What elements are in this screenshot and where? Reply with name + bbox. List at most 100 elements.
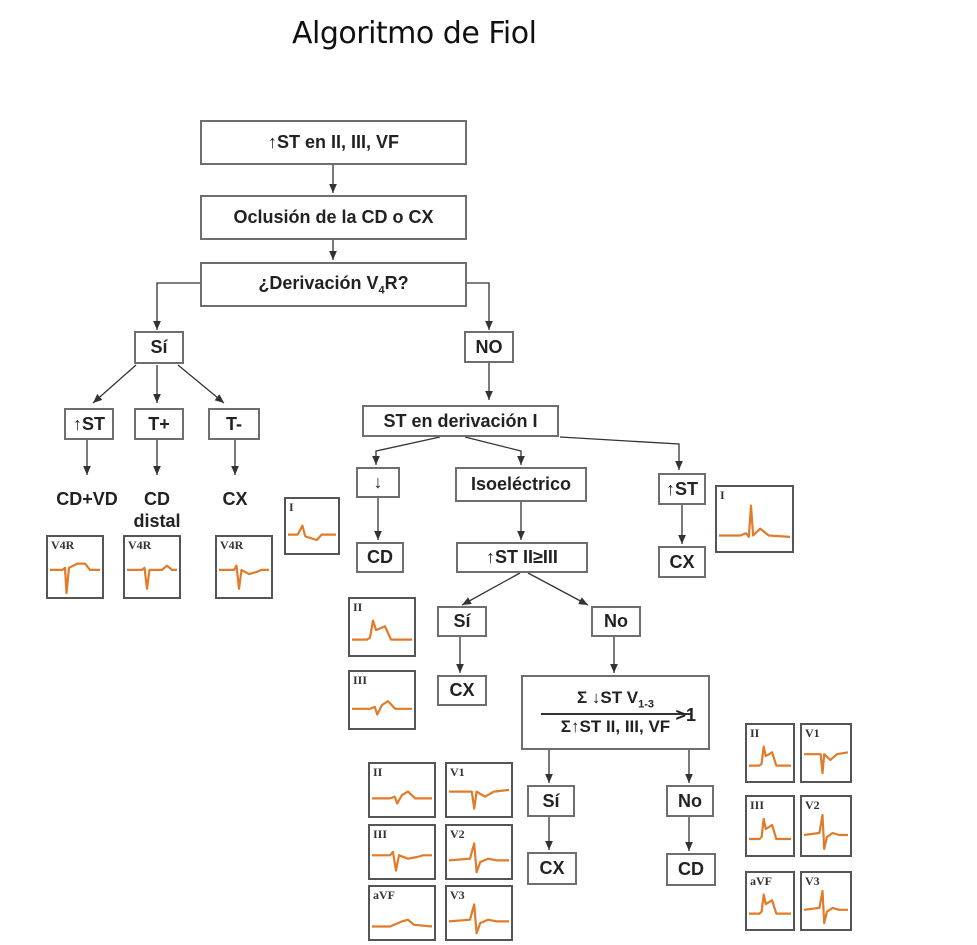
ecg-lead-iii-c: III <box>745 795 795 857</box>
ratio-numerator: Σ ↓ST V1-3 <box>577 688 654 710</box>
result-line: CD <box>144 489 170 509</box>
ecg-lead-label: II <box>353 600 363 614</box>
ecg-trace-line <box>749 817 791 841</box>
ecg-lead-label: III <box>750 798 765 812</box>
down-arrow-icon: ↓ <box>373 472 383 492</box>
node-result-cd-mid: CD <box>356 542 404 573</box>
ecg-lead-avf-c: aVF <box>745 871 795 931</box>
node-label: Isoeléctrico <box>470 474 572 494</box>
node-derivacion-v4r: ¿Derivación V4R? <box>200 262 467 307</box>
ecg-trace-line <box>372 850 432 872</box>
ecg-trace-line <box>127 564 177 590</box>
node-label: ¿Derivación V <box>258 272 379 293</box>
ecg-trace-line <box>50 562 100 595</box>
node-label: CD <box>678 859 704 879</box>
result-line: distal <box>133 511 181 531</box>
page-title: Algoritmo de Fiol <box>292 16 537 51</box>
ecg-trace-line <box>352 700 412 716</box>
ecg-lead-ii-c: II <box>745 723 795 783</box>
ecg-trace-line <box>372 790 432 805</box>
node-label: ↑ST en II, III, VF <box>267 132 400 152</box>
ecg-trace-svg <box>804 751 849 775</box>
ecg-trace-svg <box>749 817 791 841</box>
ecg-trace-svg <box>749 745 791 767</box>
node-label: T- <box>226 413 242 434</box>
ecg-lead-v3-c: V3 <box>800 871 852 931</box>
ecg-lead-v1-c: V1 <box>800 723 852 783</box>
node-label: NO <box>475 336 503 357</box>
node-si-low: Sí <box>527 785 575 817</box>
ecg-trace-line <box>448 842 509 874</box>
node-label: CD <box>367 547 393 567</box>
result-cx-left: CX <box>222 489 248 509</box>
ecg-trace-line <box>449 788 510 810</box>
ratio-text: Σ ↓ST V <box>576 688 639 708</box>
node-t-plus: T+ <box>134 408 184 440</box>
ecg-lead-iii-b: III <box>368 824 436 880</box>
ecg-trace-line <box>803 889 848 925</box>
ecg-lead-label: I <box>720 488 725 502</box>
node-label: Oclusión de la CD o CX <box>233 207 434 227</box>
node-result-cx-right: CX <box>658 546 706 578</box>
node-label: CX <box>449 680 475 700</box>
node-result-cd-low: CD <box>666 853 716 886</box>
ecg-trace-svg <box>288 524 336 542</box>
ecg-lead-label: V3 <box>450 888 465 902</box>
ecg-v4r-2: V4R <box>123 535 181 599</box>
ecg-lead-label: V1 <box>805 726 820 740</box>
ratio-threshold: >1 <box>675 705 696 725</box>
node-label: CX <box>669 551 695 572</box>
node-label: Sí <box>150 337 168 357</box>
ecg-lead-avf-b: aVF <box>368 885 436 941</box>
node-label: ↑ST II≥III <box>486 547 558 567</box>
ecg-lead-v3-b: V3 <box>445 885 513 941</box>
node-label: Sí <box>453 611 471 631</box>
node-result-cx-low: CX <box>527 852 577 885</box>
ecg-lead-label: V4R <box>220 538 244 552</box>
ecg-v4r-3: V4R <box>215 535 273 599</box>
ecg-lead-v1-b: V1 <box>445 762 513 818</box>
node-oclusion: Oclusión de la CD o CX <box>200 195 467 240</box>
node-isoelectrico: Isoeléctrico <box>455 467 587 502</box>
ratio-sub: 1-3 <box>638 698 655 711</box>
node-st-elevation: ↑ST en II, III, VF <box>200 120 467 165</box>
node-si-left: Sí <box>134 331 184 364</box>
node-ratio: Σ ↓ST V1-3 Σ↑ST II, III, VF >1 <box>521 675 710 750</box>
ecg-v4r-1: V4R <box>46 535 104 599</box>
node-no-right: NO <box>464 331 514 363</box>
node-label: R? <box>384 272 409 293</box>
ecg-trace-line <box>803 813 848 851</box>
ecg-trace-svg <box>372 790 432 805</box>
node-st-lead-i: ST en derivación I <box>362 405 559 437</box>
ecg-lead-label: aVF <box>373 888 395 902</box>
node-no-mid: No <box>591 606 641 637</box>
node-label: No <box>604 611 628 631</box>
node-label-sub: 4 <box>378 284 385 297</box>
ecg-lead-label: II <box>373 765 383 779</box>
ecg-trace-svg <box>352 700 412 716</box>
ecg-lead-i-down: I <box>284 497 340 555</box>
ecg-trace-svg <box>372 850 432 872</box>
node-st-ii-iii: ↑ST II≥III <box>456 542 588 573</box>
ecg-lead-label: V3 <box>805 874 820 888</box>
ecg-lead-i-up: I <box>715 485 794 553</box>
fraction-bar <box>540 712 691 715</box>
ecg-trace-line <box>719 504 791 539</box>
node-st-up-right: ↑ST <box>658 473 706 505</box>
ecg-lead-v2-b: V2 <box>445 824 513 880</box>
node-label: CX <box>539 858 565 878</box>
node-st-up-left: ↑ST <box>64 408 114 440</box>
ecg-trace-svg <box>803 813 848 851</box>
ecg-lead-label: V2 <box>805 798 820 812</box>
node-label: ST en derivación I <box>383 410 538 431</box>
ecg-trace-svg <box>448 842 509 874</box>
node-result-cx-mid: CX <box>437 675 487 706</box>
node-label: No <box>678 790 702 811</box>
ecg-lead-ii-a: II <box>348 597 416 657</box>
ecg-trace-svg <box>50 562 100 595</box>
ratio-denominator: Σ↑ST II, III, VF <box>560 716 671 736</box>
ecg-trace-svg <box>749 893 791 915</box>
ecg-trace-svg <box>352 619 412 641</box>
